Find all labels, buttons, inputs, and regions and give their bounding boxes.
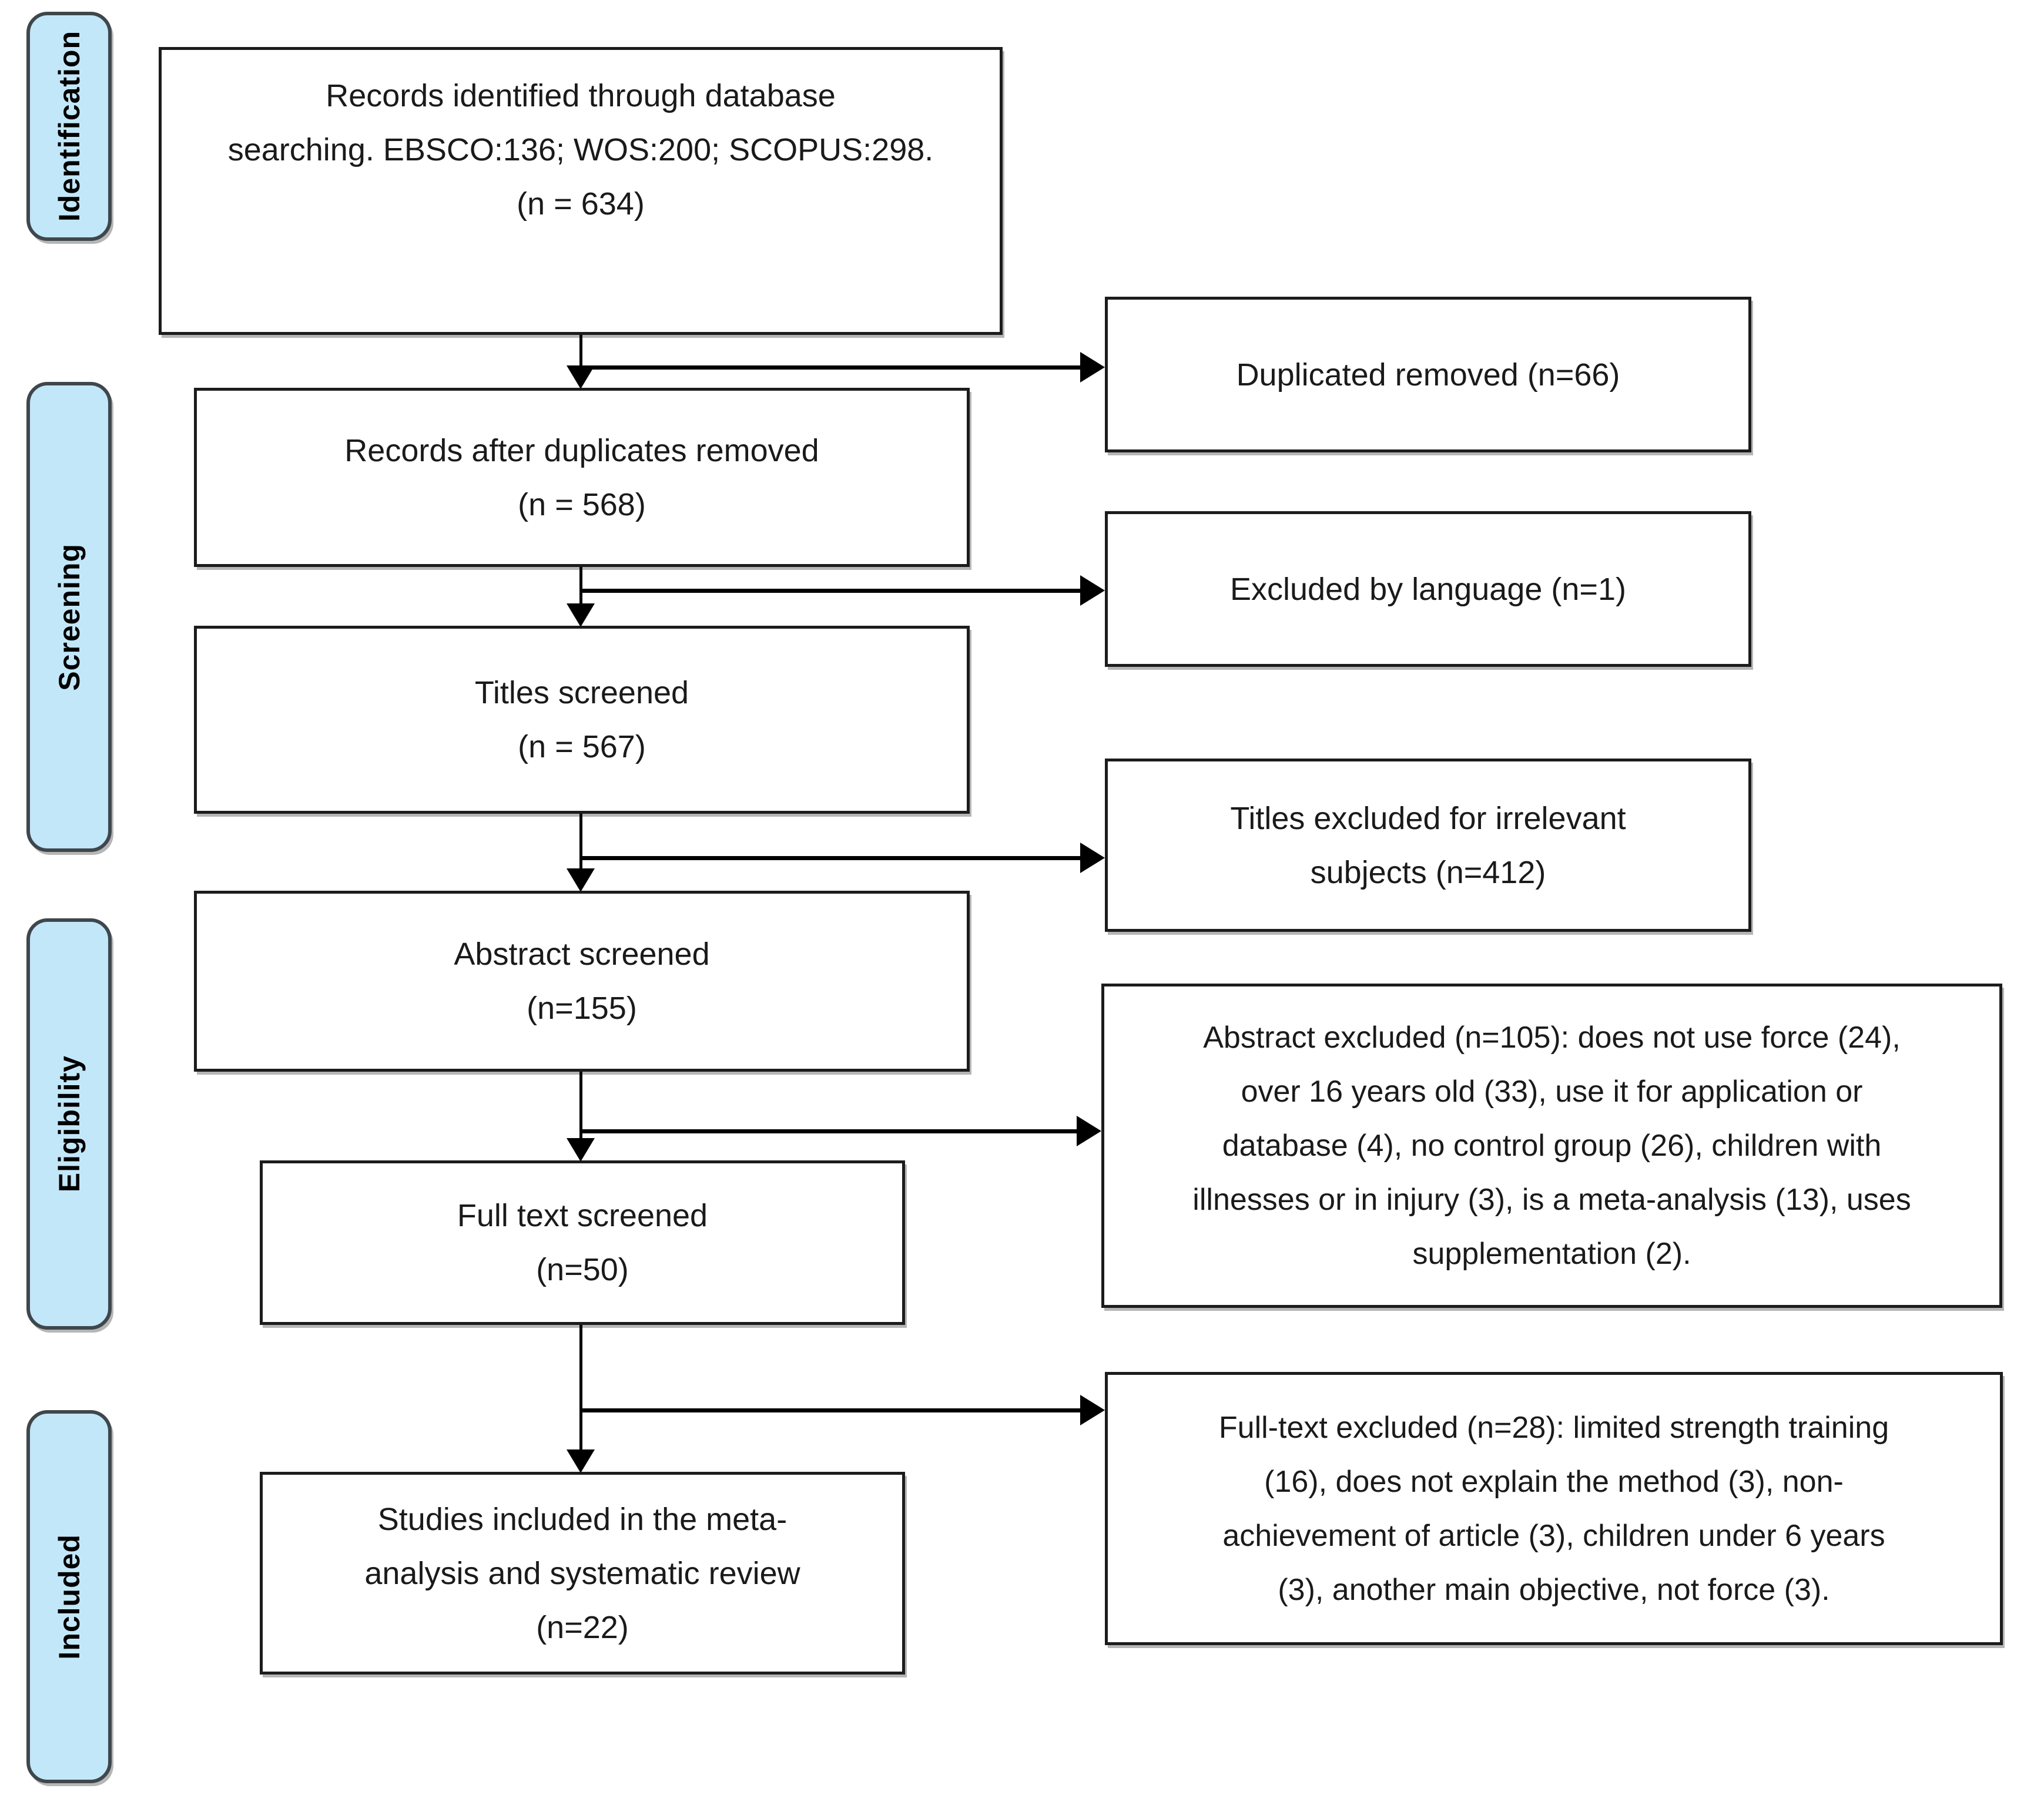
box-titles-excluded: Titles excluded for irrelevant subjects … [1105, 759, 1751, 932]
stage-label-identification: Identification [26, 12, 112, 241]
arrow-down-into-abstract-screened-icon [567, 868, 595, 892]
box-records-identified: Records identified through database sear… [159, 47, 1003, 335]
arrow-right-into-excluded-by-language-icon [1080, 575, 1105, 606]
box-abstract-screened: Abstract screened (n=155) [194, 891, 970, 1072]
connector-abstract-to-full-text [579, 1072, 582, 1142]
box-abstract-excluded: Abstract excluded (n=105): does not use … [1101, 984, 2002, 1308]
branch-to-abstract-excluded [579, 1129, 1077, 1133]
arrow-down-into-titles-screened-icon [567, 603, 595, 627]
stage-label-screening-text: Screening [52, 543, 86, 691]
arrow-down-into-full-text-screened-icon [567, 1138, 595, 1162]
box-studies-included: Studies included in the meta- analysis a… [260, 1472, 905, 1675]
stage-label-eligibility-text: Eligibility [52, 1055, 86, 1193]
stage-label-included-text: Included [52, 1534, 86, 1660]
connector-titles-to-abstract [579, 814, 582, 872]
stage-label-identification-text: Identification [52, 31, 86, 222]
arrow-right-into-duplicated-removed-icon [1080, 352, 1105, 382]
branch-to-titles-excluded [579, 856, 1080, 860]
arrow-down-into-studies-included-icon [567, 1449, 595, 1473]
connector-identified-to-after-duplicates [579, 335, 582, 369]
box-full-text-excluded: Full-text excluded (n=28): limited stren… [1105, 1372, 2003, 1645]
box-records-after-duplicates: Records after duplicates removed (n = 56… [194, 388, 970, 567]
connector-after-duplicates-to-titles [579, 567, 582, 607]
stage-label-eligibility: Eligibility [26, 918, 112, 1330]
box-full-text-screened: Full text screened (n=50) [260, 1160, 905, 1325]
branch-to-duplicated-removed [579, 365, 1080, 370]
stage-label-included: Included [26, 1410, 112, 1783]
arrow-right-into-abstract-excluded-icon [1077, 1116, 1101, 1146]
connector-full-text-to-included [579, 1325, 582, 1453]
box-duplicated-removed: Duplicated removed (n=66) [1105, 297, 1751, 452]
stage-label-screening: Screening [26, 382, 112, 852]
box-excluded-by-language: Excluded by language (n=1) [1105, 511, 1751, 667]
arrow-right-into-titles-excluded-icon [1080, 843, 1105, 873]
branch-to-excluded-by-language [579, 589, 1080, 593]
box-titles-screened: Titles screened (n = 567) [194, 626, 970, 814]
branch-to-full-text-excluded [579, 1408, 1080, 1412]
arrow-right-into-full-text-excluded-icon [1080, 1395, 1105, 1425]
